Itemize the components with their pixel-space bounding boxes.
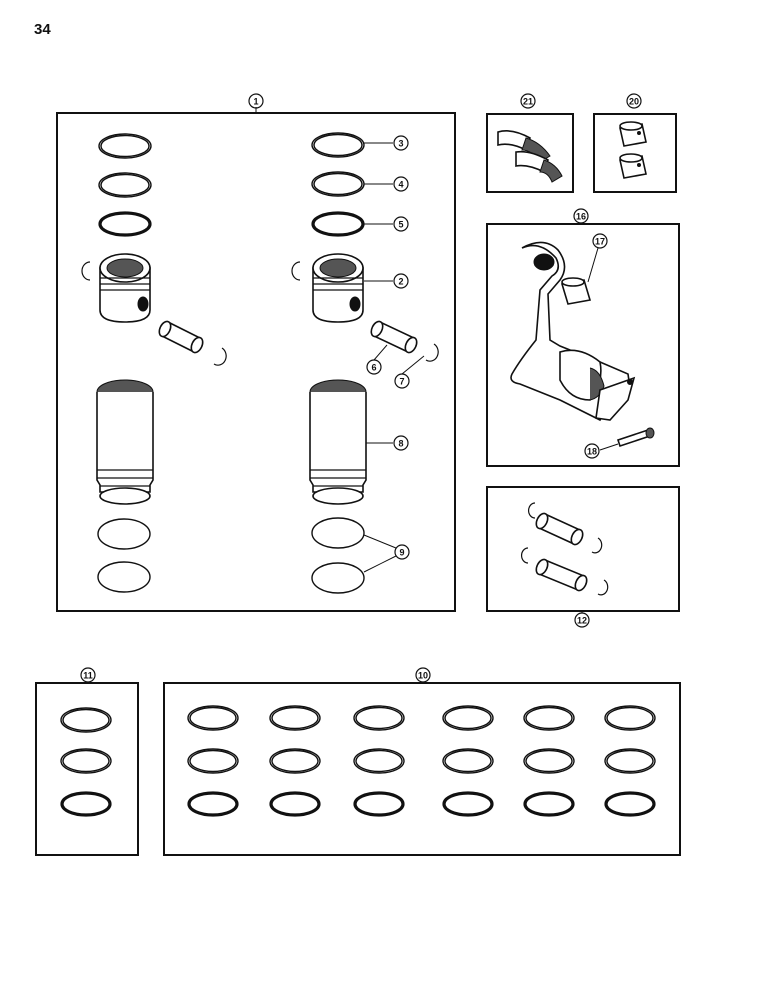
kit-box-20 — [593, 113, 677, 193]
callout-2: 2 — [393, 273, 409, 289]
left-piston-pin — [158, 320, 204, 354]
svg-text:1: 1 — [253, 97, 258, 107]
ring-set-10 — [187, 705, 656, 817]
callout-leader-9a — [363, 534, 397, 549]
right-piston — [312, 253, 364, 323]
svg-text:4: 4 — [398, 180, 403, 190]
svg-text:20: 20 — [629, 97, 639, 107]
svg-text:16: 16 — [576, 212, 586, 222]
callout-leader-17 — [587, 247, 599, 283]
right-snap-ring-upper — [291, 261, 301, 281]
svg-text:10: 10 — [418, 671, 428, 681]
kit-box-11 — [35, 682, 139, 856]
callout-20: 20 — [626, 93, 642, 109]
left-snap-ring-lower — [213, 347, 227, 366]
right-piston-pin — [370, 320, 418, 354]
left-o-rings — [97, 518, 151, 593]
svg-text:11: 11 — [83, 671, 93, 681]
right-o-rings — [311, 517, 365, 594]
callout-4: 4 — [393, 176, 409, 192]
callout-leader-6 — [373, 344, 388, 361]
pin-set-upper — [528, 502, 603, 554]
svg-text:12: 12 — [577, 616, 587, 626]
callout-3: 3 — [393, 135, 409, 151]
callout-17: 17 — [592, 233, 608, 249]
callout-21: 21 — [520, 93, 536, 109]
bushings — [619, 121, 647, 179]
svg-text:2: 2 — [398, 277, 403, 287]
kit-box-21 — [486, 113, 574, 193]
main-bearing-halves — [497, 130, 563, 183]
callout-10: 10 — [415, 667, 431, 683]
svg-text:6: 6 — [371, 363, 376, 373]
svg-text:21: 21 — [523, 97, 533, 107]
callout-16: 16 — [573, 208, 589, 224]
svg-text:3: 3 — [398, 139, 403, 149]
callout-leader-18 — [599, 443, 619, 451]
rod-bolt — [616, 427, 655, 448]
page-number: 34 — [34, 21, 51, 38]
left-rings — [98, 133, 152, 237]
piston-pin-bushing — [560, 277, 592, 305]
callout-leader-9b — [363, 555, 397, 573]
connecting-rod — [510, 241, 636, 422]
kit-box-10 — [163, 682, 681, 856]
ring-set-11 — [60, 707, 112, 817]
left-snap-ring-upper — [81, 261, 91, 281]
callout-leader-7 — [401, 355, 425, 375]
right-rings — [311, 132, 365, 237]
svg-text:18: 18 — [587, 447, 597, 457]
svg-text:17: 17 — [595, 237, 605, 247]
left-piston — [99, 253, 151, 323]
callout-1: 1 — [248, 93, 264, 109]
callout-8: 8 — [393, 435, 409, 451]
left-cylinder-liner — [96, 379, 154, 505]
kit-box-16 — [486, 223, 680, 467]
svg-text:7: 7 — [399, 377, 404, 387]
svg-text:9: 9 — [399, 548, 404, 558]
right-snap-ring-lower — [425, 343, 439, 362]
callout-9: 9 — [394, 544, 410, 560]
callout-11: 11 — [80, 667, 96, 683]
callout-5: 5 — [393, 216, 409, 232]
callout-18: 18 — [584, 443, 600, 459]
svg-text:8: 8 — [398, 439, 403, 449]
pin-set-lower — [521, 547, 609, 596]
right-cylinder-liner — [309, 379, 367, 505]
kit-box-12 — [486, 486, 680, 612]
svg-text:5: 5 — [398, 220, 403, 230]
callout-6: 6 — [366, 359, 382, 375]
callout-7: 7 — [394, 373, 410, 389]
callout-12: 12 — [574, 612, 590, 628]
